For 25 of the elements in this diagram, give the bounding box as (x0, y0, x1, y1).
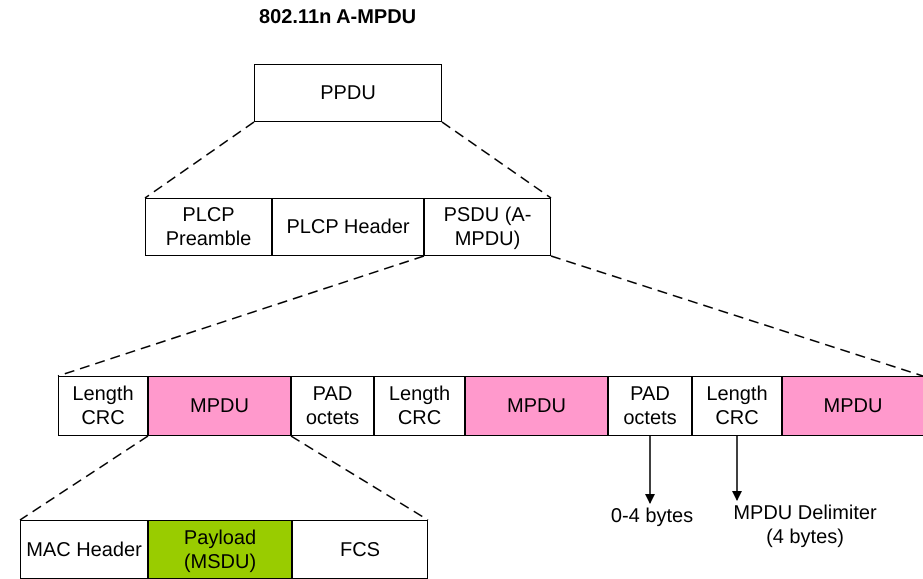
frame-field: MPDU (148, 376, 291, 436)
frame-field: PLCP Header (272, 198, 424, 256)
diagram-title: 802.11n A-MPDU (259, 6, 416, 29)
expansion-line (144, 121, 254, 199)
frame-field: PAD octets (608, 376, 692, 436)
expansion-line (442, 121, 552, 199)
frame-field: MPDU (782, 376, 923, 436)
frame-field: PPDU (254, 64, 442, 122)
frame-field: Length CRC (692, 376, 782, 436)
expansion-line (58, 255, 424, 377)
size-note: MPDU Delimiter (4 bytes) (722, 500, 888, 550)
expansion-line (290, 435, 428, 521)
frame-field: PLCP Preamble (145, 198, 272, 256)
frame-field: PSDU (A-MPDU) (424, 198, 551, 256)
frame-field: FCS (292, 520, 428, 579)
frame-field: Length CRC (374, 376, 465, 436)
frame-field: Payload (MSDU) (148, 520, 292, 579)
frame-field: MPDU (465, 376, 608, 436)
frame-field: Length CRC (58, 376, 148, 436)
frame-field: PAD octets (291, 376, 374, 436)
frame-field: MAC Header (20, 520, 148, 579)
expansion-line (20, 435, 148, 521)
size-note: 0-4 bytes (606, 503, 698, 529)
arrow (645, 436, 655, 504)
arrow (732, 436, 742, 501)
